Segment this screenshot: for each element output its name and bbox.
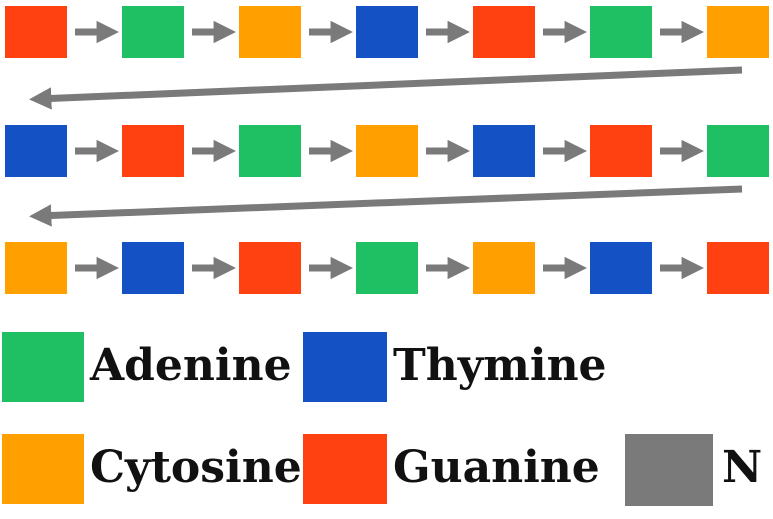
block-thymine bbox=[590, 242, 652, 294]
legend-swatch-adenine bbox=[2, 332, 84, 402]
block-thymine bbox=[122, 242, 184, 294]
block-cytosine bbox=[707, 6, 769, 58]
legend-label-guanine: Guanine bbox=[393, 442, 600, 493]
block-guanine bbox=[122, 125, 184, 177]
block-adenine bbox=[122, 6, 184, 58]
block-thymine bbox=[473, 125, 535, 177]
block-adenine bbox=[239, 125, 301, 177]
block-adenine bbox=[356, 242, 418, 294]
block-thymine bbox=[356, 6, 418, 58]
block-adenine bbox=[707, 125, 769, 177]
block-guanine bbox=[473, 6, 535, 58]
legend-label-thymine: Thymine bbox=[393, 340, 607, 391]
block-cytosine bbox=[356, 125, 418, 177]
sequence-blocks bbox=[5, 6, 769, 294]
block-thymine bbox=[5, 125, 67, 177]
block-guanine bbox=[5, 6, 67, 58]
block-guanine bbox=[239, 242, 301, 294]
legend-swatch-n bbox=[625, 434, 713, 506]
arrow-wrap bbox=[29, 66, 743, 110]
block-adenine bbox=[590, 6, 652, 58]
block-cytosine bbox=[473, 242, 535, 294]
legend-swatch-thymine bbox=[303, 332, 387, 402]
legend-swatch-cytosine bbox=[2, 434, 84, 504]
legend-label-cytosine: Cytosine bbox=[90, 442, 302, 493]
legend-label-adenine: Adenine bbox=[90, 340, 292, 391]
arrow-wrap bbox=[29, 185, 743, 227]
legend-label-n: N bbox=[722, 442, 763, 493]
block-guanine bbox=[590, 125, 652, 177]
sequence-arrows bbox=[29, 20, 743, 280]
block-cytosine bbox=[5, 242, 67, 294]
block-cytosine bbox=[239, 6, 301, 58]
block-guanine bbox=[707, 242, 769, 294]
legend-swatch-guanine bbox=[303, 434, 387, 504]
